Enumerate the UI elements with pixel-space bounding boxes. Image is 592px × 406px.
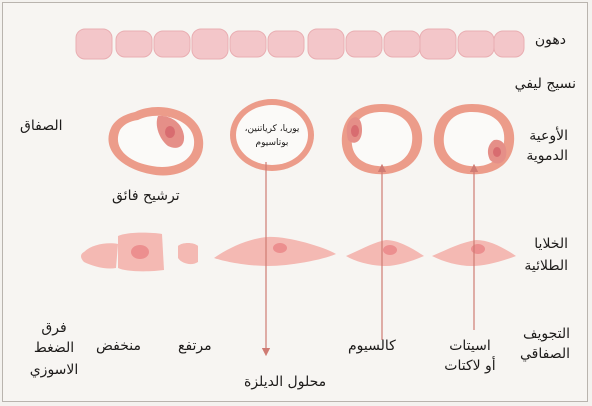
vessel-3-nucleus bbox=[351, 125, 359, 137]
low-pressure-label: منخفض bbox=[96, 338, 141, 354]
peritoneal-cavity-label-line2: الصفاقي bbox=[520, 346, 570, 362]
dialysate-label: محلول الديلزة bbox=[244, 374, 326, 390]
blood-vessel-4 bbox=[434, 104, 514, 174]
vessel-4-nucleus bbox=[493, 147, 501, 157]
blood-vessel-1 bbox=[108, 107, 203, 175]
fat-cell bbox=[458, 31, 494, 57]
mesothelial-label-line2: الطلائية bbox=[524, 258, 568, 274]
acetate-label-line1: اسيتات bbox=[430, 338, 510, 354]
solutes-label-line1: يوريا، كرياتنين، bbox=[230, 124, 314, 135]
solutes-label-line2: بوتاسيوم bbox=[230, 138, 314, 149]
blood-vessels-label-line2: الدموية bbox=[526, 148, 568, 164]
fat-cell bbox=[308, 29, 344, 59]
pressure-label-line3: الاسوزي bbox=[14, 362, 94, 378]
acetate-label-line2: أو لاكتات bbox=[430, 358, 510, 374]
cell-2-nucleus bbox=[131, 245, 149, 259]
cell-5-nucleus bbox=[383, 245, 397, 255]
cell-4-nucleus bbox=[273, 243, 287, 253]
pressure-label-line1: فرق bbox=[14, 320, 94, 336]
fibrous-tissue-label: نسيج ليفي bbox=[515, 76, 576, 92]
fat-cell bbox=[76, 29, 112, 59]
fat-layer bbox=[76, 29, 524, 59]
fat-cell bbox=[420, 29, 456, 59]
fat-cell bbox=[384, 31, 420, 57]
fat-cell bbox=[268, 31, 304, 57]
blood-vessels-label-line1: الأوعية bbox=[529, 128, 568, 144]
blood-vessel-3 bbox=[342, 104, 422, 174]
high-pressure-label: مرتفع bbox=[178, 338, 212, 354]
fat-cell bbox=[230, 31, 266, 57]
pressure-label-line2: الضغط bbox=[14, 340, 94, 356]
fat-cell bbox=[346, 31, 382, 57]
fat-cell bbox=[192, 29, 228, 59]
cell-6-nucleus bbox=[471, 244, 485, 254]
mesothelial-cell-1 bbox=[81, 243, 118, 268]
mesothelial-cell-2 bbox=[118, 233, 164, 272]
mesothelial-label-line1: الخلايا bbox=[534, 236, 568, 252]
fat-cell bbox=[494, 31, 524, 57]
mesothelial-cell-3 bbox=[178, 243, 198, 264]
fat-label: دهون bbox=[535, 32, 566, 48]
mesothelial-cell-4 bbox=[214, 237, 336, 266]
ultrafiltration-label: ترشيح فائق bbox=[112, 188, 180, 204]
fat-cell bbox=[116, 31, 152, 57]
fat-cell bbox=[154, 31, 190, 57]
mesothelial-cell-5 bbox=[346, 240, 424, 266]
calcium-label: كالسيوم bbox=[348, 338, 396, 354]
peritoneum-label: الصفاق bbox=[20, 118, 63, 134]
peritoneal-cavity-label-line1: التجويف bbox=[523, 326, 570, 342]
blood-vessel-2 bbox=[230, 99, 314, 171]
vessel-1-nucleus bbox=[165, 126, 175, 138]
